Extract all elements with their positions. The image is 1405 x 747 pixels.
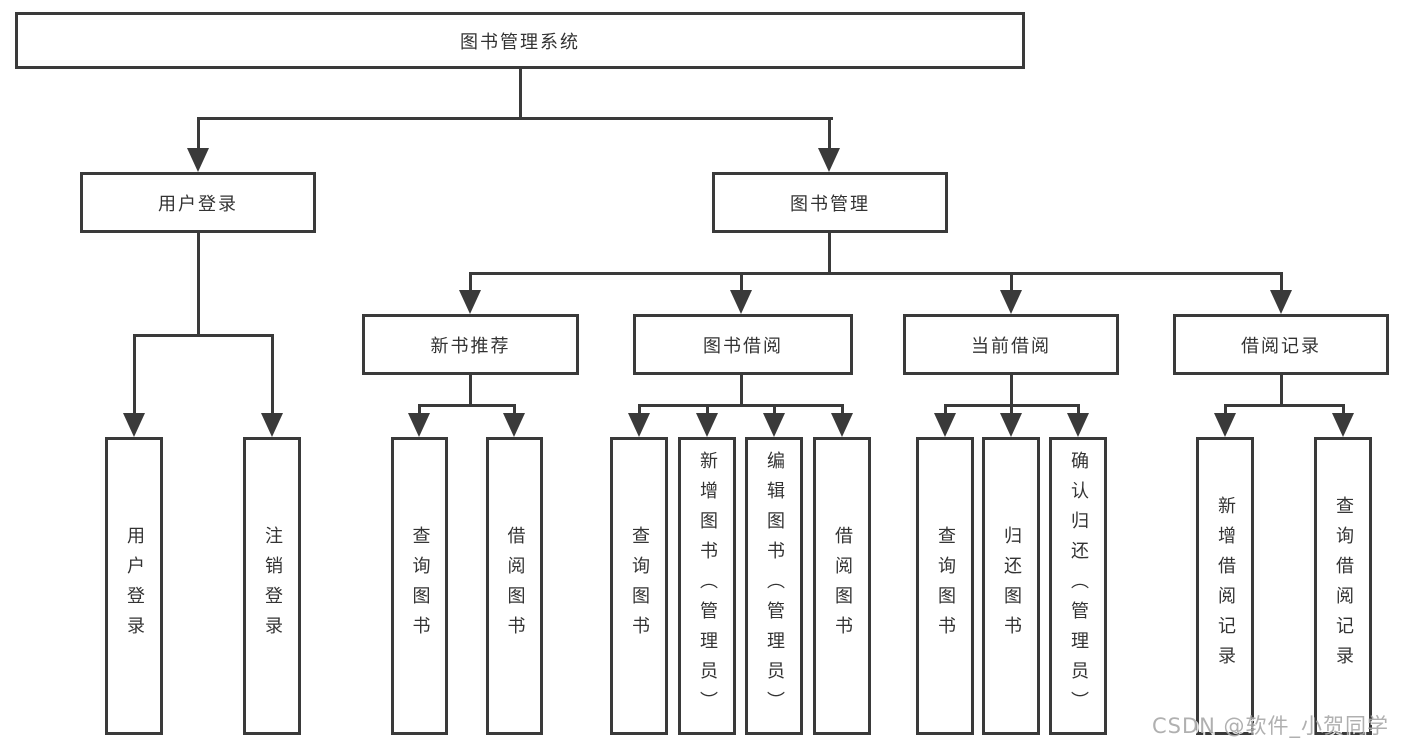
arrowhead-down (1332, 413, 1354, 437)
arrowhead-down (696, 413, 718, 437)
arrowhead-down (1067, 413, 1089, 437)
node-new-book-recommend: 新书推荐 (362, 314, 579, 375)
leaf-borrow-edit-books-admin-label: 编辑图书（管理员） (764, 451, 785, 721)
connector-line (1010, 272, 1013, 292)
arrowhead-down (1000, 413, 1022, 437)
connector-line (133, 334, 136, 416)
leaf-borrow-query-books: 查询图书 (610, 437, 668, 735)
arrowhead-down (123, 413, 145, 437)
node-user-login: 用户登录 (80, 172, 316, 233)
connector-line (638, 404, 844, 407)
arrowhead-down (831, 413, 853, 437)
node-new-book-recommend-label: 新书推荐 (430, 335, 511, 357)
connector-line (706, 404, 709, 415)
leaf-user-login-label: 用户登录 (124, 526, 145, 646)
connector-line (197, 117, 200, 152)
leaf-current-query-books-label: 查询图书 (935, 526, 956, 646)
node-user-login-label: 用户登录 (158, 193, 238, 215)
leaf-recommend-borrow-books-label: 借阅图书 (504, 526, 526, 646)
connector-line (418, 404, 516, 407)
node-current-borrow: 当前借阅 (903, 314, 1119, 375)
connector-line (1224, 404, 1227, 415)
leaf-records-add-record: 新增借阅记录 (1196, 437, 1254, 735)
connector-line (469, 272, 1283, 275)
node-root-label: 图书管理系统 (460, 31, 580, 53)
leaf-recommend-query-books-label: 查询图书 (409, 526, 431, 646)
arrowhead-down (1000, 290, 1022, 314)
connector-line (841, 404, 844, 415)
node-root: 图书管理系统 (15, 12, 1025, 69)
connector-line (271, 334, 274, 416)
leaf-logout: 注销登录 (243, 437, 301, 735)
connector-line (1077, 404, 1080, 415)
connector-line (197, 117, 833, 120)
connector-line (133, 334, 274, 337)
leaf-borrow-query-books-label: 查询图书 (629, 526, 650, 646)
connector-line (740, 375, 743, 407)
connector-line (1010, 404, 1013, 415)
arrowhead-down (1214, 413, 1236, 437)
node-borrow-records: 借阅记录 (1173, 314, 1389, 375)
connector-line (513, 404, 516, 415)
node-book-management: 图书管理 (712, 172, 948, 233)
csdn-watermark: CSDN @软件_小贺同学 (1152, 714, 1390, 738)
arrowhead-down (818, 148, 840, 172)
node-book-borrow-label: 图书借阅 (703, 335, 783, 357)
connector-line (519, 69, 522, 119)
leaf-borrow-borrow-books-label: 借阅图书 (832, 526, 853, 646)
leaf-current-confirm-return-admin: 确认归还（管理员） (1049, 437, 1107, 735)
connector-line (828, 233, 831, 275)
leaf-current-return-books: 归还图书 (982, 437, 1040, 735)
leaf-recommend-query-books: 查询图书 (391, 437, 448, 735)
leaf-borrow-add-books-admin: 新增图书（管理员） (678, 437, 736, 735)
leaf-logout-label: 注销登录 (262, 526, 283, 646)
leaf-current-return-books-label: 归还图书 (1001, 526, 1022, 646)
connector-line (1280, 375, 1283, 407)
arrowhead-down (408, 413, 430, 437)
connector-line (638, 404, 641, 415)
leaf-records-query-record: 查询借阅记录 (1314, 437, 1372, 735)
node-current-borrow-label: 当前借阅 (971, 335, 1051, 357)
leaf-records-query-record-label: 查询借阅记录 (1333, 496, 1354, 676)
leaf-records-add-record-label: 新增借阅记录 (1215, 496, 1236, 676)
node-book-borrow: 图书借阅 (633, 314, 853, 375)
leaf-recommend-borrow-books: 借阅图书 (486, 437, 543, 735)
arrowhead-down (459, 290, 481, 314)
connector-line (418, 404, 421, 415)
connector-line (1342, 404, 1345, 415)
arrowhead-down (261, 413, 283, 437)
connector-line (1010, 375, 1013, 407)
connector-line (469, 375, 472, 407)
connector-line (944, 404, 947, 415)
leaf-borrow-borrow-books: 借阅图书 (813, 437, 871, 735)
connector-line (773, 404, 776, 415)
arrowhead-down (1270, 290, 1292, 314)
connector-line (1224, 404, 1345, 407)
leaf-current-confirm-return-admin-label: 确认归还（管理员） (1068, 451, 1089, 721)
leaf-user-login: 用户登录 (105, 437, 163, 735)
arrowhead-down (503, 413, 525, 437)
arrowhead-down (628, 413, 650, 437)
connector-line (828, 117, 831, 152)
arrowhead-down (934, 413, 956, 437)
arrowhead-down (730, 290, 752, 314)
connector-line (1280, 272, 1283, 292)
leaf-borrow-add-books-admin-label: 新增图书（管理员） (697, 451, 718, 721)
node-borrow-records-label: 借阅记录 (1241, 335, 1321, 357)
connector-line (740, 272, 743, 292)
arrowhead-down (187, 148, 209, 172)
leaf-current-query-books: 查询图书 (916, 437, 974, 735)
connector-line (197, 233, 200, 337)
connector-line (469, 272, 472, 292)
leaf-borrow-edit-books-admin: 编辑图书（管理员） (745, 437, 803, 735)
node-book-management-label: 图书管理 (790, 193, 870, 215)
arrowhead-down (763, 413, 785, 437)
